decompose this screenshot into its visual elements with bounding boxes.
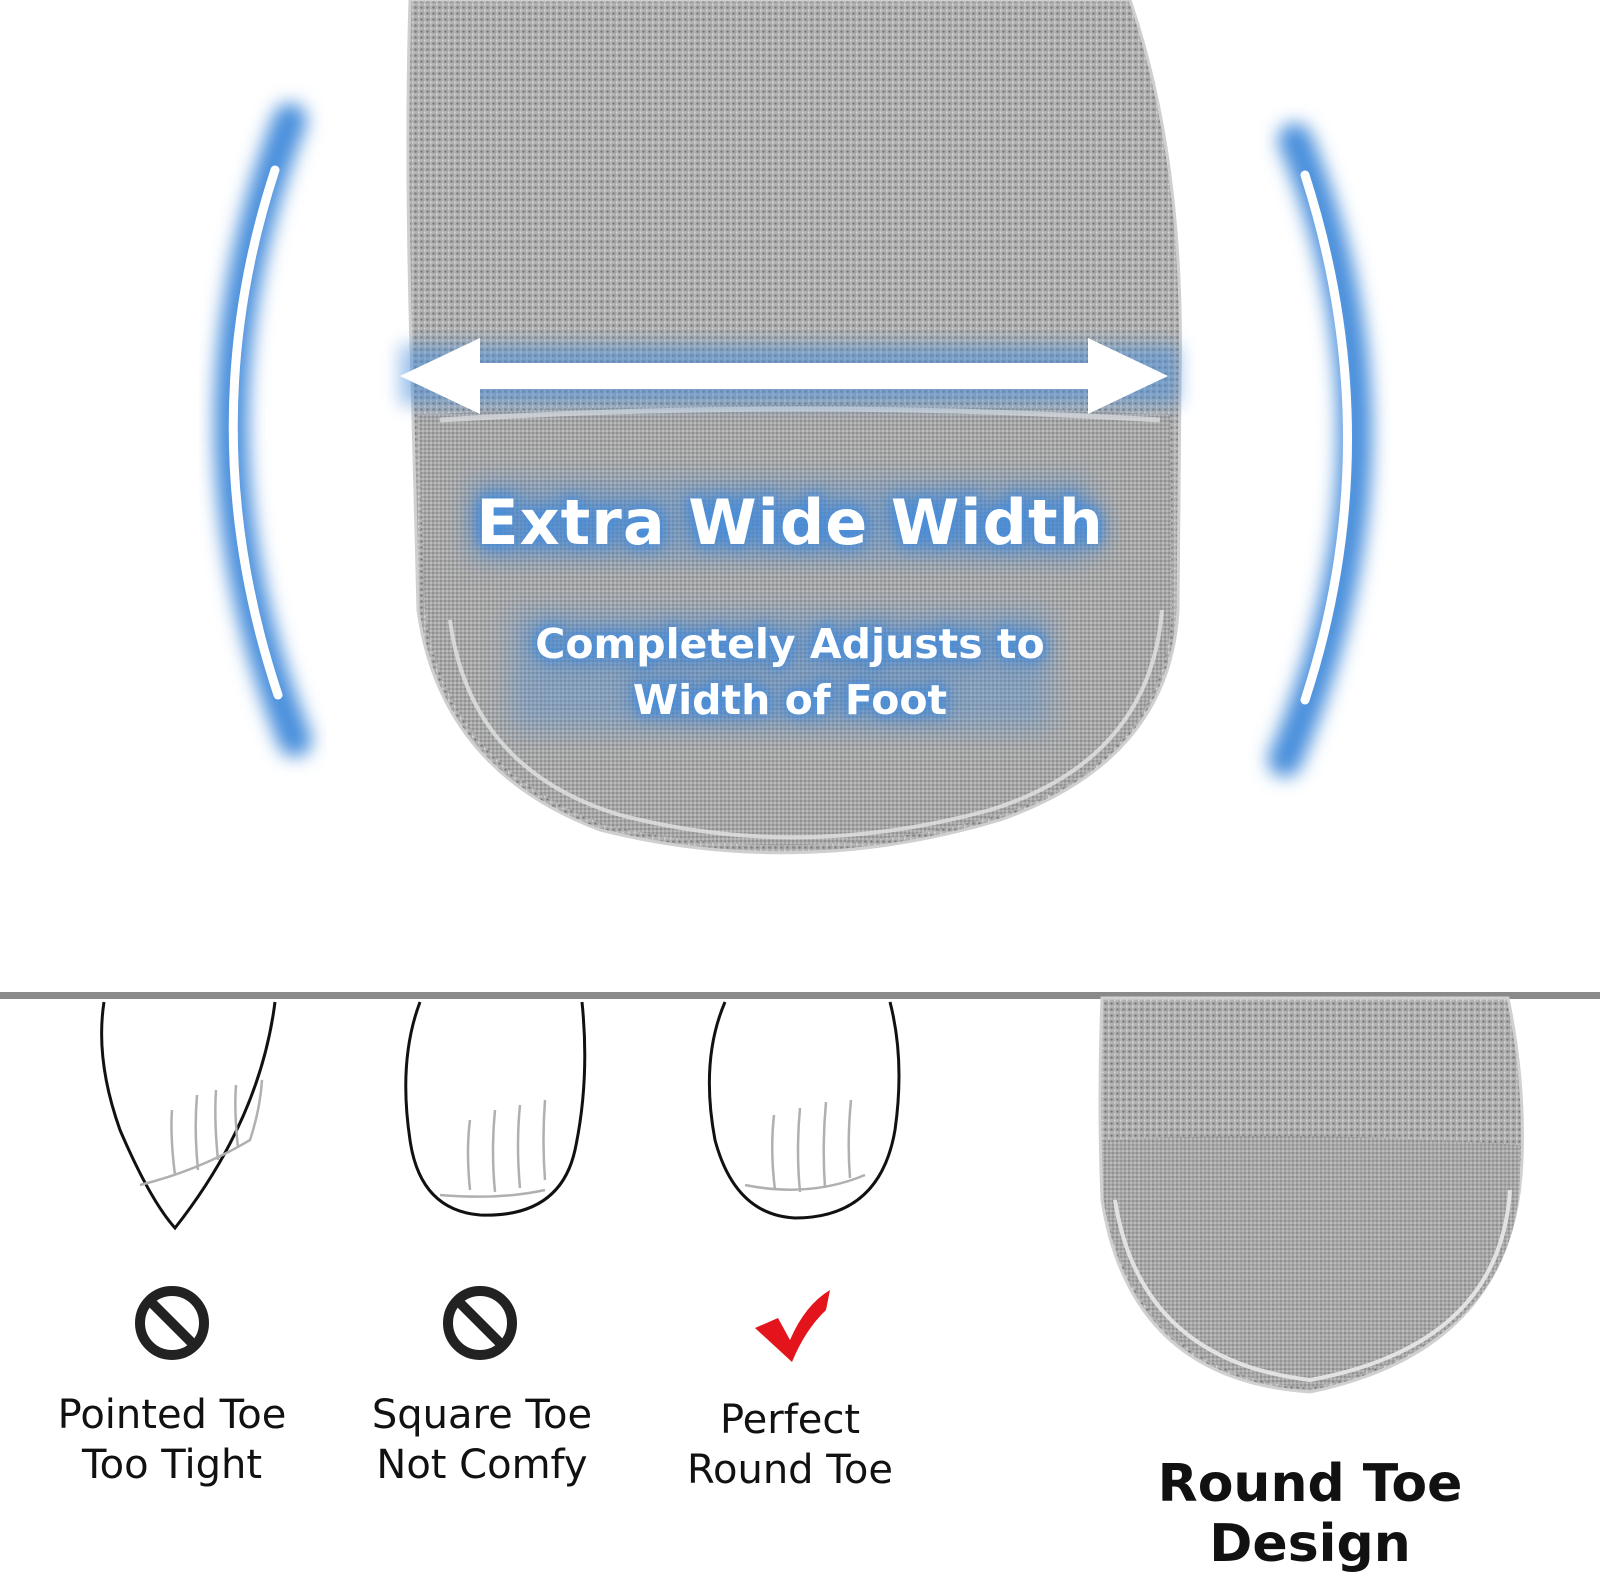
subline-glow <box>510 610 1050 730</box>
subline-line-1: Completely Adjusts to <box>535 620 1045 668</box>
prohibited-icon <box>443 1286 517 1360</box>
left-bracket-arc <box>214 103 312 757</box>
caption-pointed-toe-line-2: Too Tight <box>81 1442 263 1488</box>
caption-round-toe: Perfect Round Toe <box>640 1395 940 1495</box>
round-toe-sock-photo <box>1098 996 1524 1394</box>
caption-pointed-toe-line-1: Pointed Toe <box>57 1392 287 1438</box>
square-toe-shoe-icon <box>404 1001 587 1217</box>
right-bracket-arc <box>1268 123 1373 777</box>
checkmark-icon <box>755 1290 830 1362</box>
caption-pointed-toe: Pointed Toe Too Tight <box>22 1390 322 1490</box>
caption-square-toe-line-1: Square Toe <box>371 1392 593 1438</box>
hero-illustration <box>214 0 1373 855</box>
caption-round-toe-line-1: Perfect <box>719 1397 861 1443</box>
caption-round-toe-line-2: Round Toe <box>687 1447 893 1493</box>
subline-adjusts: Completely Adjusts to Width of Foot <box>470 616 1110 728</box>
round-toe-shoe-icon <box>707 1001 901 1220</box>
prohibited-icon <box>135 1286 209 1360</box>
headline-glow <box>470 480 1090 560</box>
caption-square-toe: Square Toe Not Comfy <box>332 1390 632 1490</box>
round-toe-design-title: Round Toe Design <box>1157 1454 1463 1574</box>
section-divider <box>0 992 1600 999</box>
caption-square-toe-line-2: Not Comfy <box>376 1442 588 1488</box>
headline-extra-wide-width: Extra Wide Width <box>476 486 1104 559</box>
width-arrow <box>400 338 1168 414</box>
pointed-toe-shoe-icon <box>100 1001 277 1231</box>
subline-line-2: Width of Foot <box>632 676 948 724</box>
